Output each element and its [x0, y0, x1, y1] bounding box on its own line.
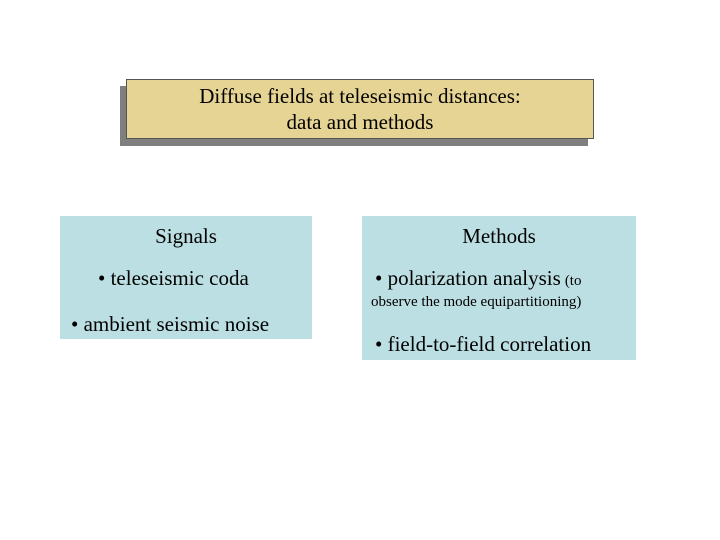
methods-item-polarization-label: • polarization analysis: [375, 266, 561, 290]
signals-item-teleseismic-coda: • teleseismic coda: [98, 266, 249, 290]
signals-item-ambient-noise: • ambient seismic noise: [71, 312, 270, 336]
methods-item-polarization-note-start: (to: [564, 273, 582, 289]
slide-title-line-2: data and methods: [286, 110, 434, 134]
slide-title: Diffuse fields at teleseismic distances:…: [126, 79, 594, 139]
signals-heading: Signals: [155, 224, 217, 248]
methods-item-polarization-note: observe the mode equipartitioning): [371, 294, 582, 310]
methods-item-correlation: • field-to-field correlation: [375, 332, 592, 356]
methods-panel: Methods • polarization analysis(to obser…: [362, 216, 636, 360]
methods-item-polarization: • polarization analysis(to: [375, 266, 581, 293]
signals-panel: Signals • teleseismic coda • ambient sei…: [60, 216, 312, 339]
slide-title-line-1: Diffuse fields at teleseismic distances:: [199, 84, 521, 108]
methods-heading: Methods: [462, 224, 536, 248]
